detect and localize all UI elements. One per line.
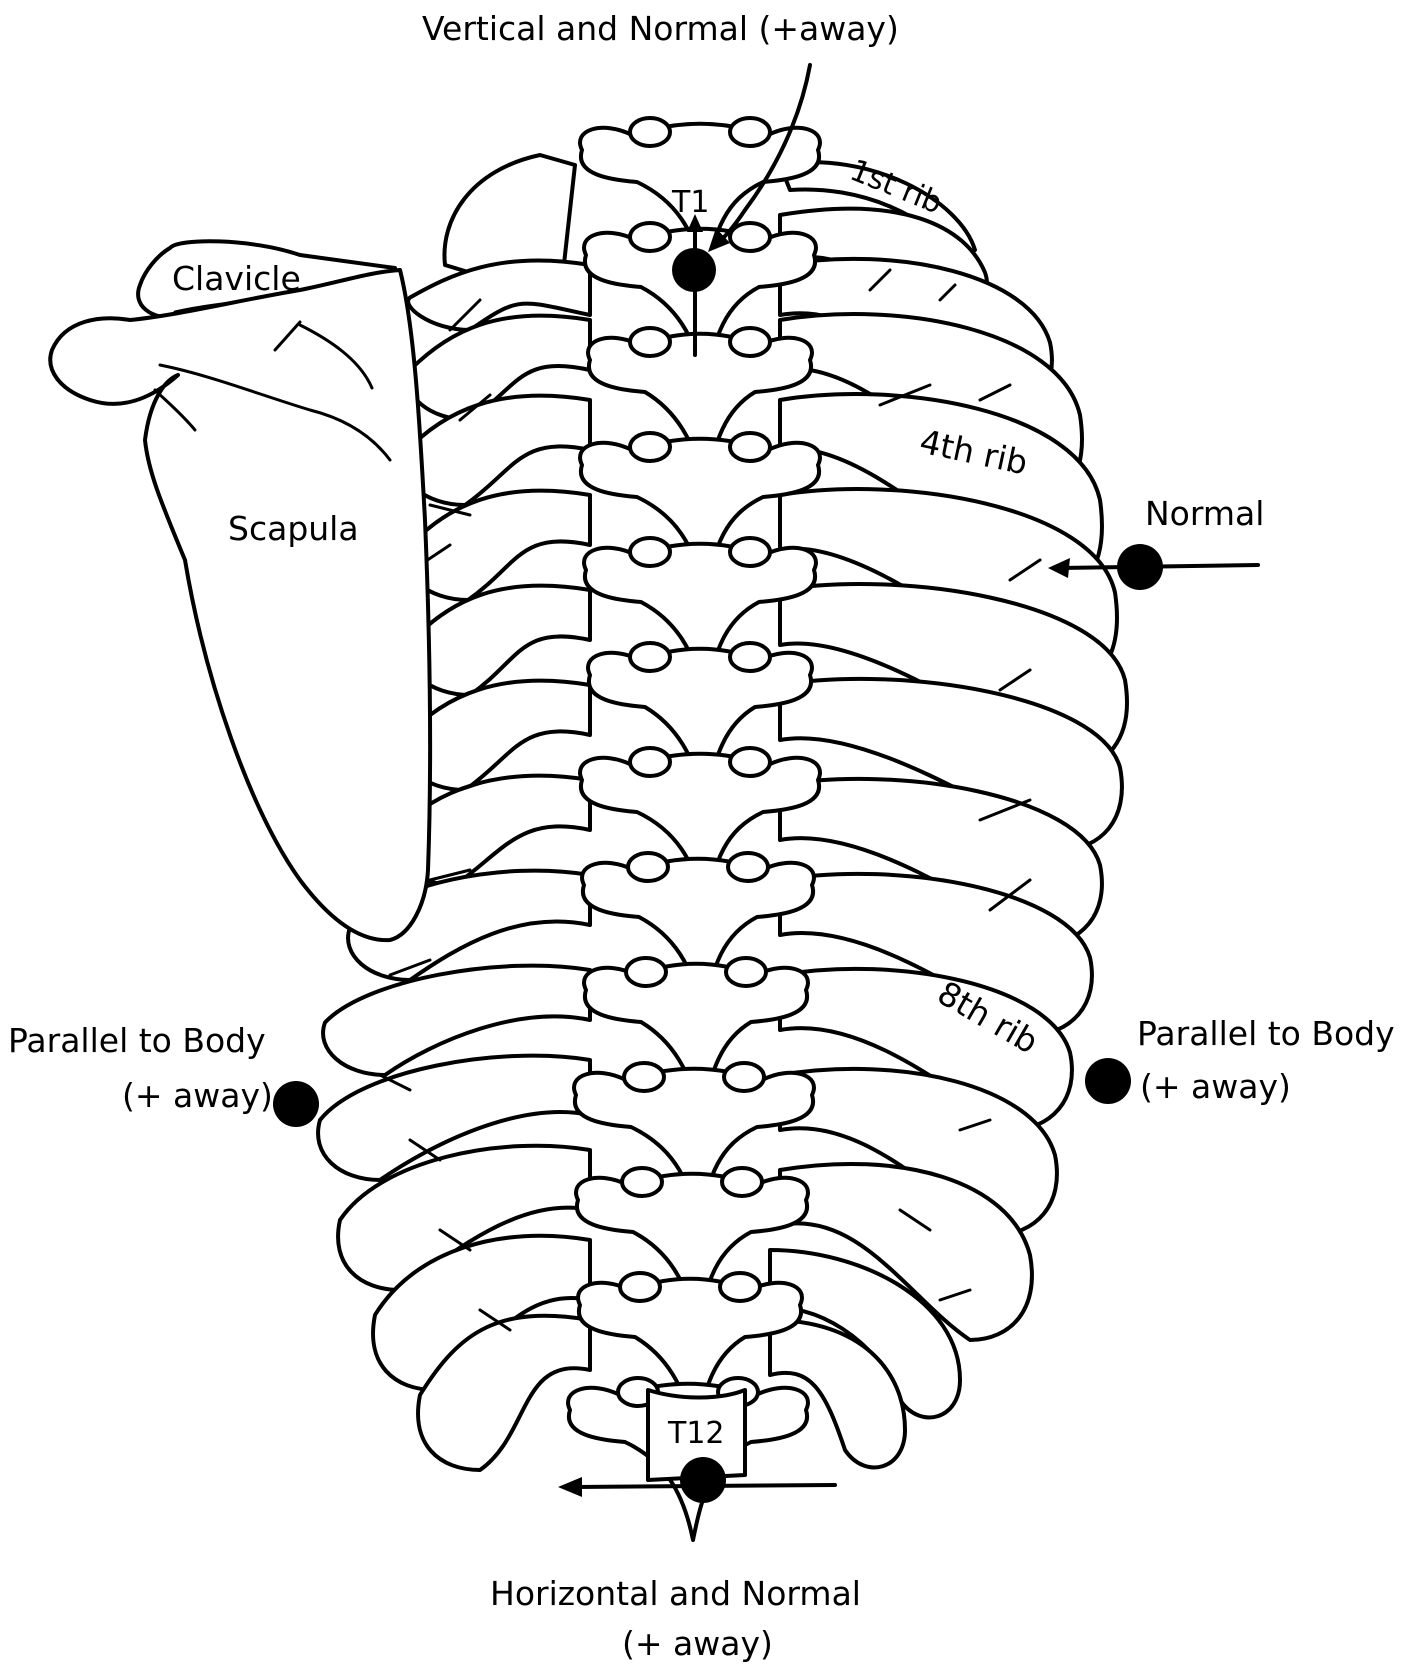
vertebra-10-left-facet xyxy=(624,1063,664,1091)
vertebra-11-right-facet xyxy=(722,1168,762,1196)
right-normal-marker-dot xyxy=(1117,544,1163,590)
right-parallel-marker-dot xyxy=(1085,1058,1131,1104)
left-parallel-label-line2: (+ away) xyxy=(122,1076,273,1115)
scapula-label: Scapula xyxy=(228,509,359,548)
vertebra-7-right-facet xyxy=(730,748,770,776)
vertebra-7-left-facet xyxy=(630,748,670,776)
right-normal-label: Normal xyxy=(1145,494,1264,533)
vertebra-6-right-facet xyxy=(730,643,770,671)
left-parallel-marker-dot xyxy=(273,1081,319,1127)
vertebra-9-left-facet xyxy=(626,958,666,986)
clavicle-label: Clavicle xyxy=(172,259,301,298)
vertebra-8-right-facet xyxy=(728,853,768,881)
t12-label: T12 xyxy=(667,1416,725,1451)
vertebra-2-right-facet xyxy=(730,223,770,251)
vertebra-1-left-facet xyxy=(630,118,670,146)
vertebra-5-left-facet xyxy=(630,538,670,566)
t12-marker-dot xyxy=(680,1457,726,1503)
bottom-marker-label-line2: (+ away) xyxy=(622,1624,773,1663)
vertebra-3-left-facet xyxy=(630,328,670,356)
ribs-right xyxy=(770,209,1127,1468)
vertebra-3-right-facet xyxy=(730,328,770,356)
left-parallel-label-line1: Parallel to Body xyxy=(8,1021,266,1060)
vertebra-9-right-facet xyxy=(726,958,766,986)
vertebra-6-left-facet xyxy=(630,643,670,671)
t1-marker-dot xyxy=(672,248,716,292)
shoulder-girdle xyxy=(50,241,430,940)
top-marker-label: Vertical and Normal (+away) xyxy=(422,9,899,48)
vertebra-11-left-facet xyxy=(622,1168,662,1196)
vertebra-4-right-facet xyxy=(730,433,770,461)
scapula-shape xyxy=(50,270,430,940)
vertebra-10-right-facet xyxy=(724,1063,764,1091)
vertebra-5-right-facet xyxy=(730,538,770,566)
rib-left-5 xyxy=(408,586,590,695)
vertebra-4-left-facet xyxy=(630,433,670,461)
right-parallel-label-line1: Parallel to Body xyxy=(1137,1014,1395,1053)
right-parallel-label-line2: (+ away) xyxy=(1140,1067,1291,1106)
vertebra-2-left-facet xyxy=(630,223,670,251)
vertebra-1-right-facet xyxy=(730,118,770,146)
vertebra-8-left-facet xyxy=(628,853,668,881)
vertebra-12-left-facet xyxy=(620,1273,660,1301)
t1-label: T1 xyxy=(671,185,709,220)
bottom-marker-label-line1: Horizontal and Normal xyxy=(490,1574,861,1613)
bottom-arrowhead xyxy=(558,1477,582,1497)
vertebra-12-right-facet xyxy=(720,1273,760,1301)
